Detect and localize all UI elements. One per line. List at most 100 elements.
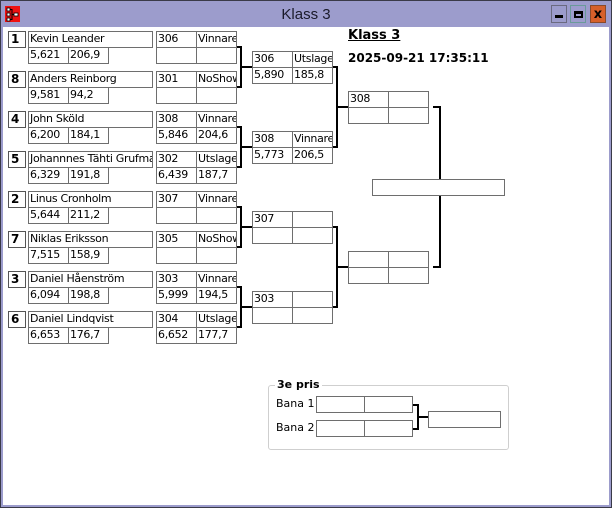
lane-stat-score[interactable] <box>196 87 237 104</box>
r3-result-field[interactable] <box>388 251 429 268</box>
player-stat-score[interactable]: 176,7 <box>68 327 109 344</box>
player-name-field[interactable]: Johannnes Tähti Grufman <box>28 151 153 168</box>
result-field[interactable]: Utslagen <box>196 311 237 328</box>
player-name-field[interactable]: Niklas Eriksson <box>28 231 153 248</box>
r2-result-field[interactable] <box>292 291 333 308</box>
player-stat-average[interactable]: 5,644 <box>28 207 69 224</box>
player-stat-score[interactable]: 206,9 <box>68 47 109 64</box>
lane-stat-score[interactable] <box>196 47 237 64</box>
lane-stat-average[interactable]: 5,999 <box>156 287 197 304</box>
r2-stat-score[interactable] <box>292 307 333 324</box>
lane-stat-average[interactable] <box>156 207 197 224</box>
lane-stat-average[interactable]: 6,652 <box>156 327 197 344</box>
result-field[interactable]: Vinnare <box>196 191 237 208</box>
r3-stat-average[interactable] <box>348 107 389 124</box>
player-name-field[interactable]: Anders Reinborg <box>28 71 153 88</box>
lane-stat-score[interactable] <box>196 247 237 264</box>
result-field[interactable]: Vinnare <box>196 111 237 128</box>
lane-stat-average[interactable] <box>156 47 197 64</box>
third-place-winner-field[interactable] <box>428 411 501 428</box>
result-field[interactable]: Utslagen <box>196 151 237 168</box>
seed-number[interactable]: 2 <box>8 191 26 208</box>
result-field[interactable]: Vinnare <box>196 271 237 288</box>
player-name-field[interactable]: John Sköld <box>28 111 153 128</box>
lane-field[interactable]: 303 <box>156 271 197 288</box>
player-stat-average[interactable]: 6,653 <box>28 327 69 344</box>
seed-number[interactable]: 6 <box>8 311 26 328</box>
close-button[interactable]: x <box>590 5 606 23</box>
r2-result-field[interactable]: Utslagen <box>292 51 333 68</box>
r3-lane-field[interactable]: 308 <box>348 91 389 108</box>
lane-field[interactable]: 306 <box>156 31 197 48</box>
lane-stat-score[interactable]: 194,5 <box>196 287 237 304</box>
player-name-field[interactable]: Kevin Leander <box>28 31 153 48</box>
result-field[interactable]: Vinnare <box>196 31 237 48</box>
r2-stat-average[interactable]: 5,890 <box>252 67 293 84</box>
lane-stat-average[interactable] <box>156 247 197 264</box>
player-stat-average[interactable]: 6,200 <box>28 127 69 144</box>
player-stat-average[interactable]: 5,621 <box>28 47 69 64</box>
r3-stat-average[interactable] <box>348 267 389 284</box>
result-field[interactable]: NoShow <box>196 71 237 88</box>
lane-field[interactable]: 301 <box>156 71 197 88</box>
player-stat-average[interactable]: 9,581 <box>28 87 69 104</box>
maximize-icon <box>573 10 583 18</box>
player-stat-score[interactable]: 158,9 <box>68 247 109 264</box>
player-name-field[interactable]: Daniel Håenström <box>28 271 153 288</box>
lane-stat-average[interactable] <box>156 87 197 104</box>
player-stat-score[interactable]: 94,2 <box>68 87 109 104</box>
lane-stat-score[interactable]: 187,7 <box>196 167 237 184</box>
player-stat-score[interactable]: 191,8 <box>68 167 109 184</box>
r2-stat-average[interactable] <box>252 227 293 244</box>
lane-field[interactable]: 307 <box>156 191 197 208</box>
r3-result-field[interactable] <box>388 91 429 108</box>
title-bar[interactable]: Klass 3 x <box>1 1 611 27</box>
seed-number[interactable]: 4 <box>8 111 26 128</box>
maximize-button[interactable] <box>570 5 586 23</box>
lane-stat-average[interactable]: 6,439 <box>156 167 197 184</box>
r3-lane-field[interactable] <box>348 251 389 268</box>
third-place-result-field[interactable] <box>364 420 413 437</box>
player-stat-average[interactable]: 7,515 <box>28 247 69 264</box>
result-field[interactable]: NoShow <box>196 231 237 248</box>
bracket-connector <box>439 106 441 180</box>
r2-lane-field[interactable]: 308 <box>252 131 293 148</box>
r2-stat-score[interactable] <box>292 227 333 244</box>
lane-field[interactable]: 305 <box>156 231 197 248</box>
seed-number[interactable]: 3 <box>8 271 26 288</box>
r3-stat-score[interactable] <box>388 107 429 124</box>
bracket-connector <box>237 286 242 288</box>
r2-result-field[interactable] <box>292 211 333 228</box>
r2-result-field[interactable]: Vinnare <box>292 131 333 148</box>
seed-number[interactable]: 8 <box>8 71 26 88</box>
player-name-field[interactable]: Daniel Lindqvist <box>28 311 153 328</box>
r2-stat-score[interactable]: 185,8 <box>292 67 333 84</box>
r2-stat-average[interactable] <box>252 307 293 324</box>
r2-stat-score[interactable]: 206,5 <box>292 147 333 164</box>
lane-stat-score[interactable]: 204,6 <box>196 127 237 144</box>
third-place-result-field[interactable] <box>364 396 413 413</box>
final-winner-field[interactable] <box>372 179 505 196</box>
r2-lane-field[interactable]: 306 <box>252 51 293 68</box>
bracket-app-icon[interactable] <box>5 6 20 22</box>
lane-stat-average[interactable]: 5,846 <box>156 127 197 144</box>
player-stat-average[interactable]: 6,094 <box>28 287 69 304</box>
player-name-field[interactable]: Linus Cronholm <box>28 191 153 208</box>
lane-stat-score[interactable] <box>196 207 237 224</box>
minimize-button[interactable] <box>551 5 567 23</box>
seed-number[interactable]: 5 <box>8 151 26 168</box>
lane-stat-score[interactable]: 177,7 <box>196 327 237 344</box>
lane-field[interactable]: 308 <box>156 111 197 128</box>
lane-field[interactable]: 302 <box>156 151 197 168</box>
r2-stat-average[interactable]: 5,773 <box>252 147 293 164</box>
r2-lane-field[interactable]: 303 <box>252 291 293 308</box>
player-stat-score[interactable]: 198,8 <box>68 287 109 304</box>
player-stat-average[interactable]: 6,329 <box>28 167 69 184</box>
r3-stat-score[interactable] <box>388 267 429 284</box>
seed-number[interactable]: 7 <box>8 231 26 248</box>
lane-field[interactable]: 304 <box>156 311 197 328</box>
player-stat-score[interactable]: 184,1 <box>68 127 109 144</box>
seed-number[interactable]: 1 <box>8 31 26 48</box>
r2-lane-field[interactable]: 307 <box>252 211 293 228</box>
player-stat-score[interactable]: 211,2 <box>68 207 109 224</box>
